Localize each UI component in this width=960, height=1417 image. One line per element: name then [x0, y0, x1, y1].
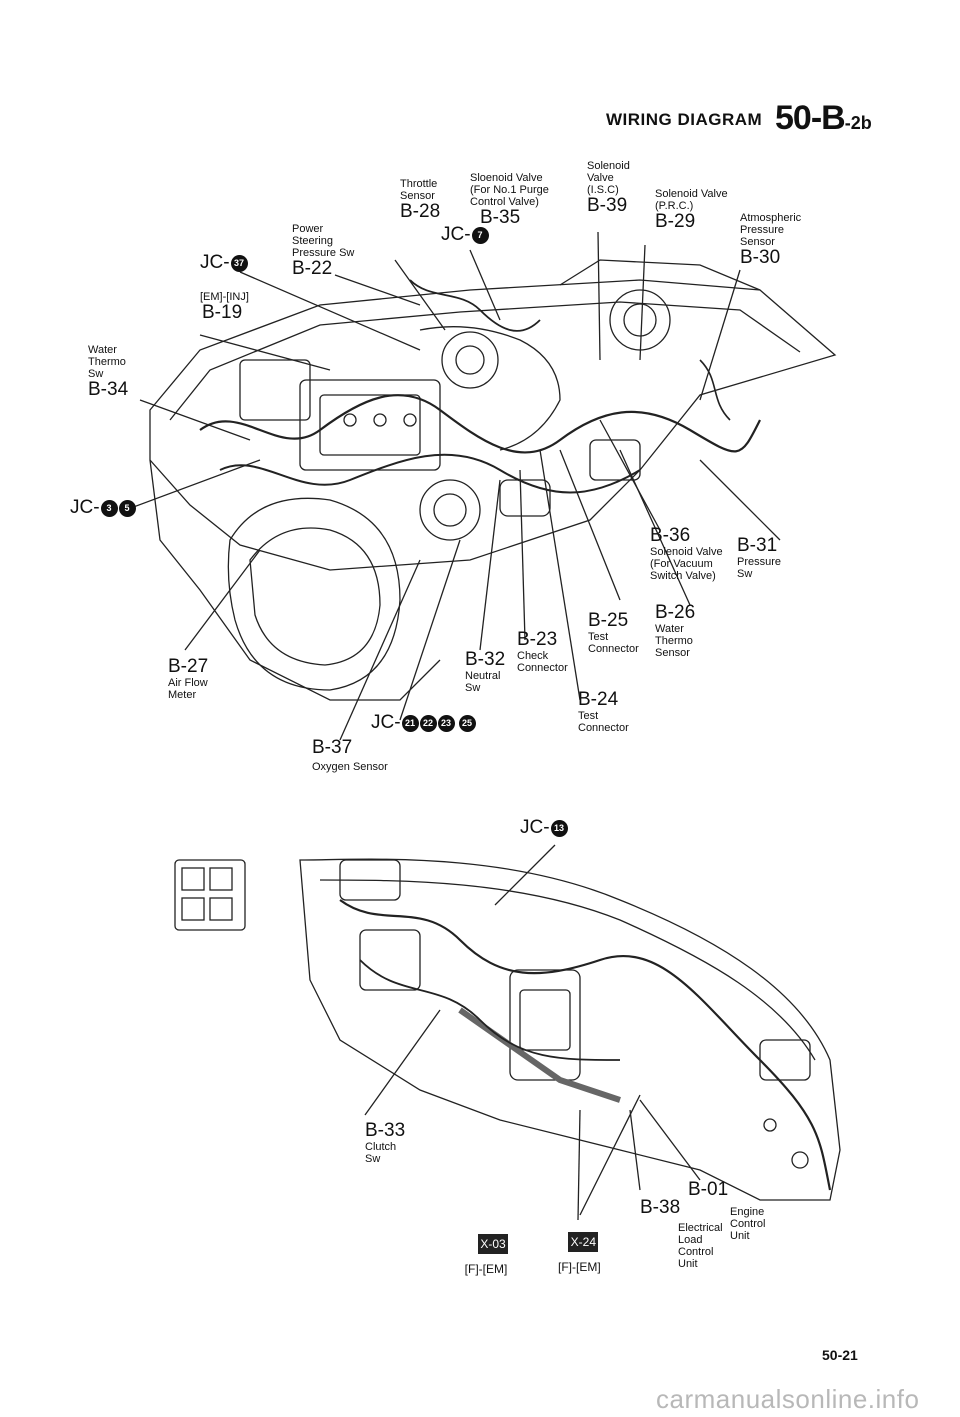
- label-b-32: B-32 Neutral Sw: [465, 649, 506, 695]
- label-code: B-36: [650, 525, 691, 546]
- label-b-35: Sloenoid Valve (For No.1 Purge Control V…: [470, 172, 549, 228]
- label-desc: Clutch Sw: [365, 1141, 397, 1165]
- junction-prefix: JC-: [200, 252, 230, 273]
- label-desc: Atmospheric Pressure Sensor: [740, 212, 802, 248]
- label-desc: Water Thermo Sw: [88, 344, 126, 380]
- label-b-29: Solenoid Valve (P.R.C.) B-29: [655, 188, 728, 232]
- label-code: B-28: [400, 201, 441, 222]
- label-desc: Pressure Sw: [737, 556, 782, 580]
- label-desc: Test Connector: [578, 710, 629, 734]
- label-code: B-01: [688, 1179, 729, 1200]
- label-desc: Test Connector: [588, 631, 639, 655]
- label-b-24: B-24 Test Connector: [578, 689, 629, 735]
- label-desc: Oxygen Sensor: [312, 761, 388, 773]
- label-code: B-23: [517, 629, 558, 650]
- junction-number-badge: 21: [401, 714, 419, 732]
- connector-badge: X-24: [568, 1232, 599, 1252]
- junction-jc-13: JC- 13: [520, 817, 568, 839]
- label-desc: Neutral Sw: [465, 670, 501, 694]
- label-b-38-desc: Electrical Load Control Unit: [678, 1222, 723, 1270]
- junction-prefix: JC-: [70, 497, 100, 518]
- label-code: B-31: [737, 535, 778, 556]
- header-title: WIRING DIAGRAM: [606, 110, 763, 129]
- label-b-31: B-31 Pressure Sw: [737, 535, 782, 581]
- header-code-sub: -2b: [844, 113, 872, 133]
- label-b-01: B-01: [688, 1180, 728, 1200]
- header-code-main: 50-B: [775, 99, 846, 137]
- junction-number-badge: 3: [100, 499, 118, 517]
- label-desc: Power Steering Pressure Sw: [292, 223, 355, 259]
- junction-number-badge: 22: [419, 714, 437, 732]
- junction-jc-37: JC- 37: [200, 252, 248, 274]
- label-desc: Solenoid Valve (For Vacuum Switch Valve): [650, 546, 723, 582]
- label-b-39: Solenoid Valve (I.S.C) B-39: [587, 160, 630, 216]
- label-b-19: [EM]-[INJ] B-19: [200, 291, 249, 323]
- label-code: B-38: [640, 1197, 681, 1218]
- label-b-23: B-23 Check Connector: [517, 629, 568, 675]
- label-desc: Check Connector: [517, 650, 568, 674]
- label-desc: Solenoid Valve (P.R.C.): [655, 188, 728, 212]
- label-code: B-35: [480, 207, 521, 228]
- label-b-38: B-38: [640, 1198, 680, 1218]
- label-desc: [EM]-[INJ]: [200, 291, 249, 303]
- connector-label: [F]-[EM]: [464, 1262, 508, 1276]
- label-desc: Solenoid Valve (I.S.C): [587, 160, 630, 196]
- label-code: B-33: [365, 1120, 406, 1141]
- page-number: 50-21: [822, 1347, 858, 1363]
- connector-x-24: X-24 [F]-[EM]: [558, 1232, 601, 1274]
- junction-jc-21-25: JC- 21 22 23 25: [371, 712, 476, 734]
- label-b-26: B-26 Water Thermo Sensor: [655, 602, 696, 660]
- watermark: carmanualsonline.info: [656, 1384, 920, 1414]
- connector-badge: X-03: [478, 1234, 508, 1254]
- label-b-27: B-27 Air Flow Meter: [168, 656, 209, 702]
- junction-prefix: JC-: [520, 817, 550, 838]
- label-desc: Electrical Load Control Unit: [678, 1222, 723, 1270]
- label-desc: Water Thermo Sensor: [655, 623, 693, 659]
- label-code: B-30: [740, 247, 781, 268]
- label-b-30: Atmospheric Pressure Sensor B-30: [740, 212, 801, 268]
- label-b-01-desc: Engine Control Unit: [730, 1206, 765, 1242]
- label-code: B-24: [578, 689, 619, 710]
- label-code: B-27: [168, 656, 209, 677]
- label-desc: Sloenoid Valve (For No.1 Purge Control V…: [470, 172, 549, 208]
- label-b-34: Water Thermo Sw B-34: [88, 344, 128, 400]
- label-code: B-22: [292, 258, 333, 279]
- label-code: B-25: [588, 610, 629, 631]
- label-b-37: B-37 Oxygen Sensor: [312, 737, 388, 774]
- label-code: B-19: [202, 302, 243, 323]
- junction-number-badge: 5: [118, 499, 136, 517]
- connector-label: [F]-[EM]: [558, 1260, 601, 1274]
- junction-prefix: JC-: [441, 224, 471, 245]
- connector-x-03: X-03 [F]-[EM]: [464, 1234, 508, 1276]
- junction-jc-3-5: JC- 3 5: [70, 497, 136, 519]
- header-code: 50-B -2b: [775, 99, 872, 138]
- label-b-33: B-33 Clutch Sw: [365, 1120, 406, 1166]
- label-b-28: Throttle Sensor B-28: [400, 178, 440, 222]
- junction-number-badge: 13: [550, 819, 568, 837]
- junction-number-badge: 37: [230, 254, 248, 272]
- junction-number-badge: 23: [437, 714, 455, 732]
- label-b-36: B-36 Solenoid Valve (For Vacuum Switch V…: [650, 525, 723, 583]
- label-desc: Engine Control Unit: [730, 1206, 766, 1242]
- label-code: B-29: [655, 211, 696, 232]
- label-code: B-37: [312, 737, 353, 758]
- junction-prefix: JC-: [371, 712, 401, 733]
- label-code: B-32: [465, 649, 506, 670]
- label-desc: Air Flow Meter: [168, 677, 208, 701]
- label-code: B-34: [88, 379, 129, 400]
- label-b-22: Power Steering Pressure Sw B-22: [292, 223, 354, 279]
- junction-number-badge: 7: [471, 226, 489, 244]
- label-b-25: B-25 Test Connector: [588, 610, 639, 656]
- label-desc: Throttle Sensor: [400, 178, 438, 202]
- junction-jc-7: JC- 7: [441, 224, 489, 246]
- label-code: B-26: [655, 602, 696, 623]
- junction-number-badge: 25: [458, 714, 476, 732]
- label-code: B-39: [587, 195, 628, 216]
